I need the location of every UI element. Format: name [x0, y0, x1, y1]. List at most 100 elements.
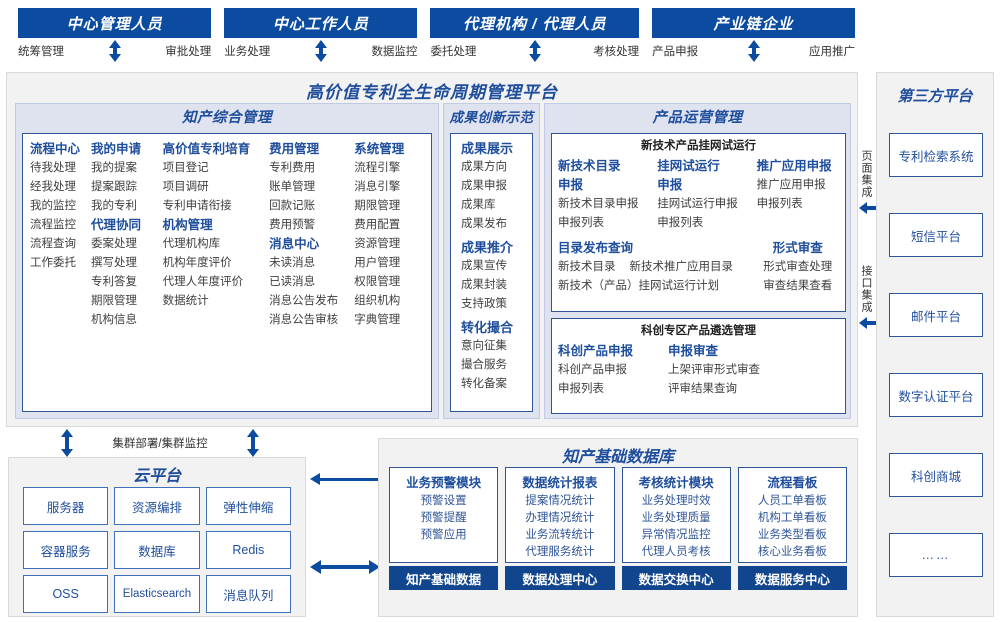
ip-col3-item-3[interactable]: 费用预警 [269, 219, 316, 231]
ip-col4-head-0[interactable]: 系统管理 [354, 142, 405, 156]
ops-b0-col1-item-0[interactable]: 挂网试运行申报 [657, 198, 738, 210]
db-foot-3[interactable]: 数据服务中心 [737, 566, 847, 590]
third-party-item-4[interactable]: 科创商城 [889, 453, 983, 497]
ip-col4-item-2[interactable]: 期限管理 [354, 200, 401, 212]
ip-col2-item-1[interactable]: 项目调研 [162, 181, 209, 193]
role-card-3[interactable]: 产业链企业 产品申报 应用推广 [652, 8, 855, 68]
cloud-cell-3[interactable]: 容器服务 [23, 531, 109, 569]
cloud-cell-0[interactable]: 服务器 [23, 487, 109, 525]
cloud-cell-4[interactable]: 数据库 [114, 531, 200, 569]
role-card-0[interactable]: 中心管理人员 统筹管理 审批处理 [18, 8, 212, 68]
third-party-item-3[interactable]: 数字认证平台 [889, 373, 983, 417]
db-card-2-item-0[interactable]: 业务处理时效 [641, 495, 711, 507]
third-party-item-2[interactable]: 邮件平台 [889, 293, 983, 337]
cloud-cell-5[interactable]: Redis [205, 531, 291, 569]
ip-col4-item-0[interactable]: 流程引擎 [354, 162, 401, 174]
ip-col4-item-8[interactable]: 字典管理 [354, 314, 401, 326]
ip-col3-item-0[interactable]: 专利费用 [269, 162, 316, 174]
db-card-0-item-0[interactable]: 预警设置 [420, 495, 467, 507]
db-card-2-item-1[interactable]: 业务处理质量 [641, 512, 711, 524]
demo-head-0[interactable]: 成果展示 [461, 141, 514, 156]
third-party-item-0[interactable]: 专利检索系统 [889, 133, 983, 177]
ip-col3-item-2[interactable]: 回款记账 [269, 200, 316, 212]
ops-b0-row2-left-item-2[interactable]: 新技术（产品）挂网试运行计划 [558, 280, 719, 292]
ip-col0-head-0[interactable]: 流程中心 [30, 142, 81, 156]
db-foot-0[interactable]: 知产基础数据 [389, 566, 499, 590]
ops-b0-col2-item-1[interactable]: 申报列表 [756, 198, 803, 210]
ops-b0-col2-head[interactable]: 推广应用申报 [756, 159, 832, 173]
db-card-3-item-3[interactable]: 核心业务看板 [757, 546, 827, 558]
demo-s1-item-1[interactable]: 成果封装 [461, 279, 507, 291]
ops-b0-col1-head[interactable]: 挂网试运行申报 [657, 159, 720, 192]
ip-col0-item-3[interactable]: 流程监控 [30, 219, 76, 231]
ops-b1-col1-item-1[interactable]: 评审结果查询 [668, 383, 737, 395]
cloud-cell-7[interactable]: Elasticsearch [114, 575, 200, 613]
ip-col2-item-3[interactable]: 代理机构库 [162, 238, 221, 250]
ip-col1-item-0[interactable]: 我的提案 [90, 162, 137, 174]
ops-b0-col2-item-0[interactable]: 推广应用申报 [756, 179, 826, 191]
ip-col0-item-0[interactable]: 待我处理 [30, 162, 76, 174]
db-card-2-item-3[interactable]: 代理人员考核 [641, 546, 711, 558]
ip-col2-head-0[interactable]: 高价值专利培育 [162, 142, 251, 156]
ip-col0-item-1[interactable]: 经我处理 [30, 181, 76, 193]
db-card-2-item-2[interactable]: 异常情况监控 [641, 529, 711, 541]
ops-b0-row2-left-item-1[interactable]: 新技术推广应用目录 [629, 261, 734, 273]
ops-b1-col1-head[interactable]: 申报审查 [668, 344, 719, 358]
ip-col1-head-1[interactable]: 代理协同 [90, 218, 141, 232]
ip-col3-item-5[interactable]: 已读消息 [269, 276, 316, 288]
demo-s2-item-1[interactable]: 撮合服务 [461, 359, 507, 371]
ip-col2-item-4[interactable]: 机构年度评价 [162, 257, 232, 269]
db-foot-2[interactable]: 数据交换中心 [621, 566, 731, 590]
ip-col3-item-4[interactable]: 未读消息 [269, 257, 316, 269]
role-card-1[interactable]: 中心工作人员 业务处理 数据监控 [224, 8, 418, 68]
ip-col1-item-7[interactable]: 机构信息 [90, 314, 137, 326]
ops-b1-col0-head[interactable]: 科创产品申报 [558, 344, 634, 358]
demo-s1-item-2[interactable]: 支持政策 [461, 298, 507, 310]
demo-s1-item-0[interactable]: 成果宣传 [461, 260, 507, 272]
ops-b0-row2-right-item-1[interactable]: 审查结果查看 [763, 280, 833, 292]
ip-col4-item-3[interactable]: 费用配置 [354, 219, 401, 231]
ops-b0-col0-item-0[interactable]: 新技术目录申报 [558, 198, 639, 210]
demo-s2-item-2[interactable]: 转化备案 [461, 378, 507, 390]
ops-b0-row2-right-head[interactable]: 形式审查 [772, 241, 823, 255]
ops-b0-col0-item-1[interactable]: 申报列表 [558, 217, 604, 229]
db-card-1-item-3[interactable]: 代理服务统计 [525, 546, 595, 558]
ip-col2-head-1[interactable]: 机构管理 [162, 218, 213, 232]
role-card-2[interactable]: 代理机构 / 代理人员 委托处理 考核处理 [430, 8, 640, 68]
db-card-3-item-2[interactable]: 业务类型看板 [757, 529, 827, 541]
ip-col0-item-4[interactable]: 流程查询 [30, 238, 76, 250]
ip-col3-item-7[interactable]: 消息公告审核 [269, 314, 339, 326]
ip-col1-item-2[interactable]: 我的专利 [90, 200, 137, 212]
db-card-3-item-1[interactable]: 机构工单看板 [757, 512, 827, 524]
ip-col0-item-2[interactable]: 我的监控 [30, 200, 76, 212]
db-card-1-item-0[interactable]: 提案情况统计 [525, 495, 595, 507]
db-card-0-item-1[interactable]: 预警提醒 [420, 512, 467, 524]
ip-col3-head-0[interactable]: 费用管理 [269, 142, 320, 156]
demo-s0-item-0[interactable]: 成果方向 [461, 161, 507, 173]
ip-col1-item-4[interactable]: 撰写处理 [90, 257, 137, 269]
ops-b1-col0-item-1[interactable]: 申报列表 [558, 383, 604, 395]
db-foot-1[interactable]: 数据处理中心 [505, 566, 615, 590]
ip-col2-item-5[interactable]: 代理人年度评价 [162, 276, 244, 288]
third-party-item-1[interactable]: 短信平台 [889, 213, 983, 257]
ip-col3-head-1[interactable]: 消息中心 [269, 237, 320, 251]
ip-col4-item-4[interactable]: 资源管理 [354, 238, 401, 250]
ip-col1-head-0[interactable]: 我的申请 [90, 142, 141, 156]
ops-b0-row2-right-item-0[interactable]: 形式审查处理 [763, 261, 833, 273]
db-card-1-item-2[interactable]: 业务流转统计 [525, 529, 595, 541]
ip-col1-item-1[interactable]: 提案跟踪 [90, 181, 137, 193]
ip-col3-item-6[interactable]: 消息公告发布 [269, 295, 339, 307]
demo-head-1[interactable]: 成果推介 [461, 240, 514, 255]
ip-col3-item-1[interactable]: 账单管理 [269, 181, 316, 193]
ip-col2-item-2[interactable]: 专利申请衔接 [162, 200, 232, 212]
third-party-item-5[interactable]: …… [889, 533, 983, 577]
ip-col1-item-6[interactable]: 期限管理 [90, 295, 137, 307]
ip-col2-item-0[interactable]: 项目登记 [162, 162, 209, 174]
ops-b0-col0-head[interactable]: 新技术目录申报 [558, 159, 621, 192]
db-card-3-item-0[interactable]: 人员工单看板 [757, 495, 827, 507]
ip-col4-item-5[interactable]: 用户管理 [354, 257, 401, 269]
cloud-cell-8[interactable]: 消息队列 [205, 575, 291, 613]
ops-b0-row2-left-item-0[interactable]: 新技术目录 [558, 261, 616, 273]
demo-head-2[interactable]: 转化撮合 [461, 320, 514, 335]
db-card-0-item-2[interactable]: 预警应用 [420, 529, 467, 541]
